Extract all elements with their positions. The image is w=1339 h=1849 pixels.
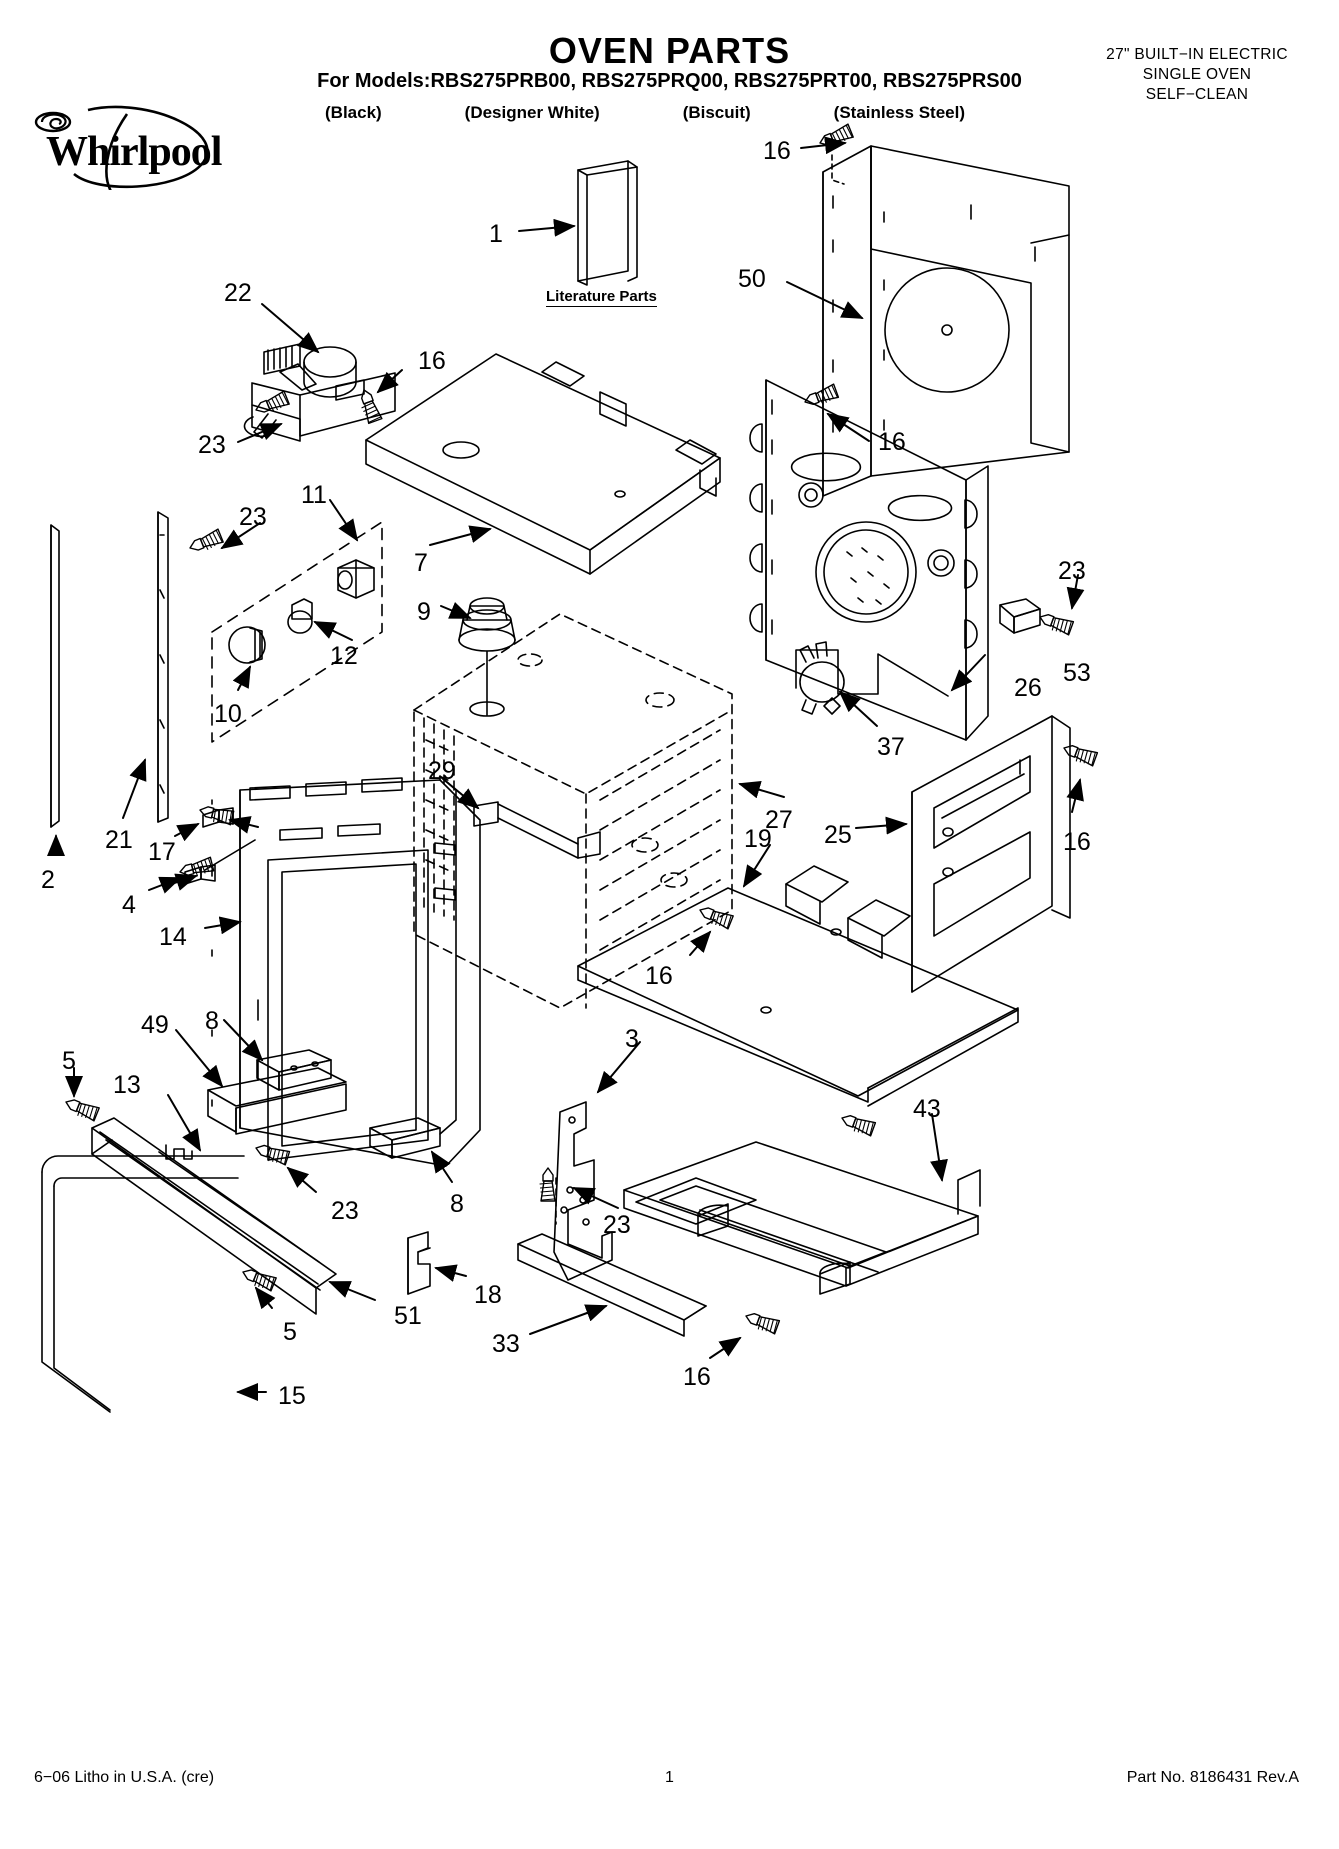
footer-page-number: 1 [665,1769,674,1786]
callout-number-16: 16 [645,962,673,990]
callout-number-27: 27 [765,806,793,834]
part-33-front-trim [518,1234,706,1336]
callout-number-49: 49 [141,1011,169,1039]
callout-number-16: 16 [1063,828,1091,856]
callout-number-23: 23 [239,503,267,531]
color-variant-designer-white: (Designer White) [464,103,600,122]
part-49-insulation-block [208,1068,346,1134]
part-19-bottom-panel [578,866,1018,1106]
callout-number-50: 50 [738,265,766,293]
callout-number-23: 23 [198,431,226,459]
part-22-blower-assembly [245,344,395,441]
callout-number-7: 7 [414,549,428,577]
callout-number-16: 16 [418,347,446,375]
callout-number-26: 26 [1014,674,1042,702]
callout-number-18: 18 [474,1281,502,1309]
part-26-rear-chassis [750,380,988,740]
callout-number-5: 5 [283,1318,297,1346]
literature-parts-label: Literature Parts [546,288,657,307]
callout-number-12: 12 [330,642,358,670]
part-11-dashed-group [212,522,382,742]
part-8-spacer-upper [257,1050,331,1090]
callout-number-23: 23 [1058,557,1086,585]
whirlpool-logo-mark [34,105,209,190]
brand-wordmark: Whirlpool [46,129,222,175]
whirlpool-logo: Whirlpool [28,100,258,190]
part-12-lamp [288,599,312,633]
callout-number-8: 8 [205,1007,219,1035]
part-11-receptacle [338,560,374,598]
spec-line-1: 27" BUILT−IN ELECTRIC [1106,46,1288,63]
callout-number-16: 16 [878,428,906,456]
callout-number-16: 16 [683,1363,711,1391]
callout-number-21: 21 [105,826,133,854]
part-15-door-gasket [42,1156,244,1412]
part-25-rear-cover [912,716,1070,992]
callout-number-22: 22 [224,279,252,307]
part-29-bake-element [474,802,600,858]
callout-number-25: 25 [824,821,852,849]
spec-line-3: SELF−CLEAN [1145,86,1249,103]
part-13-trim-rail [92,1118,336,1314]
callout-number-23: 23 [331,1197,359,1225]
callout-number-14: 14 [159,923,187,951]
callout-number-10: 10 [214,700,242,728]
callout-number-53: 53 [1063,659,1091,687]
part-14-front-frame [212,776,480,1166]
part-4-pin [185,865,215,884]
part-7-top-panel [366,354,720,574]
part-43-base-tray [624,1142,980,1294]
footer-litho: 6−06 Litho in U.S.A. (cre) [34,1769,215,1786]
callout-number-19: 19 [744,825,772,853]
color-variants: (Black) (Designer White) (Biscuit) (Stai… [325,103,965,123]
page-footer: 6−06 Litho in U.S.A. (cre) 1 Part No. 81… [0,1769,1339,1791]
spec-block: 27" BUILT−IN ELECTRIC SINGLE OVEN SELF−C… [1087,45,1307,105]
color-variant-stainless-steel: (Stainless Steel) [833,103,965,122]
callout-number-11: 11 [301,481,327,509]
callout-number-9: 9 [417,598,431,626]
callout-number-17: 17 [148,838,176,866]
part-2-side-rail [51,525,59,827]
part-18-latch-bracket [408,1232,430,1294]
part-21-support-rail [158,512,168,822]
models-line: For Models:RBS275PRB00, RBS275PRQ00, RBS… [317,70,1022,92]
part-37-thermostat [800,642,844,714]
part-8-spacer-lower [370,1118,440,1158]
callout-number-23: 23 [603,1211,631,1239]
callout-number-3: 3 [625,1025,639,1053]
part-9-vent-duct [459,598,515,716]
callout-number-16: 16 [763,137,791,165]
callout-number-13: 13 [113,1071,141,1099]
part-1-literature [578,161,637,285]
color-variant-black: (Black) [325,103,382,122]
part-10-lens-cover [229,627,265,663]
spec-line-2: SINGLE OVEN [1142,66,1252,83]
callout-number-51: 51 [394,1302,422,1330]
callout-number-4: 4 [122,891,136,919]
part-27-oven-cavity [414,614,732,1008]
part-50-back-panel [823,146,1069,496]
footer-part-number: Part No. 8186431 Rev.A [1126,1769,1299,1786]
color-variant-biscuit: (Biscuit) [682,103,751,122]
callout-number-8: 8 [450,1190,464,1218]
callout-number-5: 5 [62,1047,76,1075]
callout-number-1: 1 [489,220,503,248]
callout-number-33: 33 [492,1330,520,1358]
part-17-pin [203,808,233,827]
callout-number-43: 43 [913,1095,941,1123]
page-title: OVEN PARTS [548,30,791,71]
callout-number-37: 37 [877,733,905,761]
callout-number-29: 29 [428,757,456,785]
part-53-clip [1000,599,1040,633]
callout-number-15: 15 [278,1382,306,1410]
callout-number-2: 2 [41,866,55,894]
